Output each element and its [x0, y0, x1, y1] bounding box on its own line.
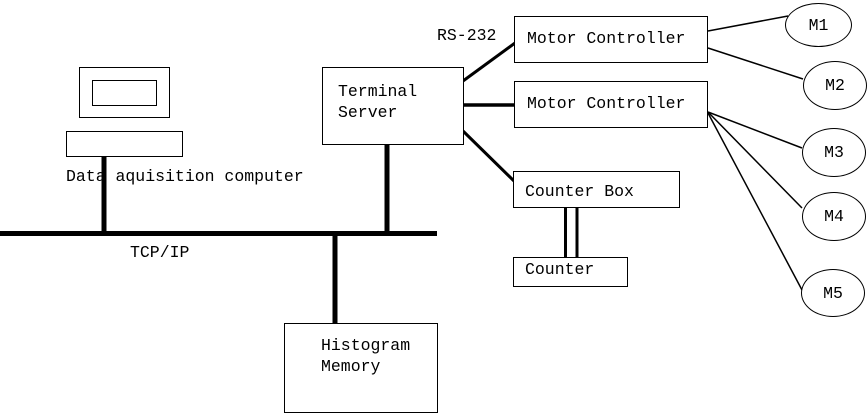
computer-keyboard-icon — [66, 131, 183, 157]
data-acquisition-computer-label: Data aquisition computer — [66, 167, 304, 186]
node-motor-controller-2: Motor Controller — [514, 81, 708, 128]
terminal-server-label-line1: Terminal — [338, 82, 418, 101]
rs232-edge-label: RS-232 — [437, 26, 497, 45]
motor-m1-label: M1 — [808, 15, 829, 35]
node-counter-box: Counter Box — [513, 171, 680, 208]
node-terminal-server: Terminal Server — [322, 67, 464, 145]
monitor-screen-icon — [92, 80, 157, 106]
node-histogram-memory: Histogram Memory — [284, 323, 438, 413]
motor-controller-2-label: Motor Controller — [527, 94, 686, 113]
computer-monitor-icon — [79, 67, 170, 118]
node-motor-m5: M5 — [801, 269, 865, 317]
server-to-counterbox-line — [461, 129, 516, 183]
controller2-to-m5-line — [707, 112, 803, 291]
terminal-server-label-line2: Server — [338, 103, 398, 122]
motor-m2-label: M2 — [825, 76, 845, 95]
motor-m4-label: M4 — [824, 207, 844, 226]
tcpip-bus-label: TCP/IP — [130, 243, 190, 262]
motor-m5-label: M5 — [823, 283, 843, 303]
controller1-to-m1-line — [707, 15, 789, 32]
motor-controller-1-label: Motor Controller — [527, 29, 686, 48]
node-motor-m3: M3 — [802, 128, 866, 177]
controller1-to-m2-line — [707, 47, 804, 80]
controller2-to-m3-line — [707, 111, 803, 149]
node-motor-m4: M4 — [802, 192, 866, 241]
counter-box-label: Counter Box — [525, 182, 634, 201]
histogram-memory-label-line1: Histogram — [321, 336, 411, 355]
rs232-link-line — [462, 41, 516, 83]
node-counter: Counter — [513, 257, 628, 287]
motor-m3-label: M3 — [824, 143, 844, 162]
controller2-to-m4-line — [707, 111, 803, 209]
node-motor-m1: M1 — [785, 3, 852, 47]
histogram-memory-label-line2: Memory — [321, 357, 381, 376]
counter-label: Counter — [525, 260, 595, 279]
node-motor-m2: M2 — [803, 61, 867, 110]
node-motor-controller-1: Motor Controller — [514, 16, 708, 63]
